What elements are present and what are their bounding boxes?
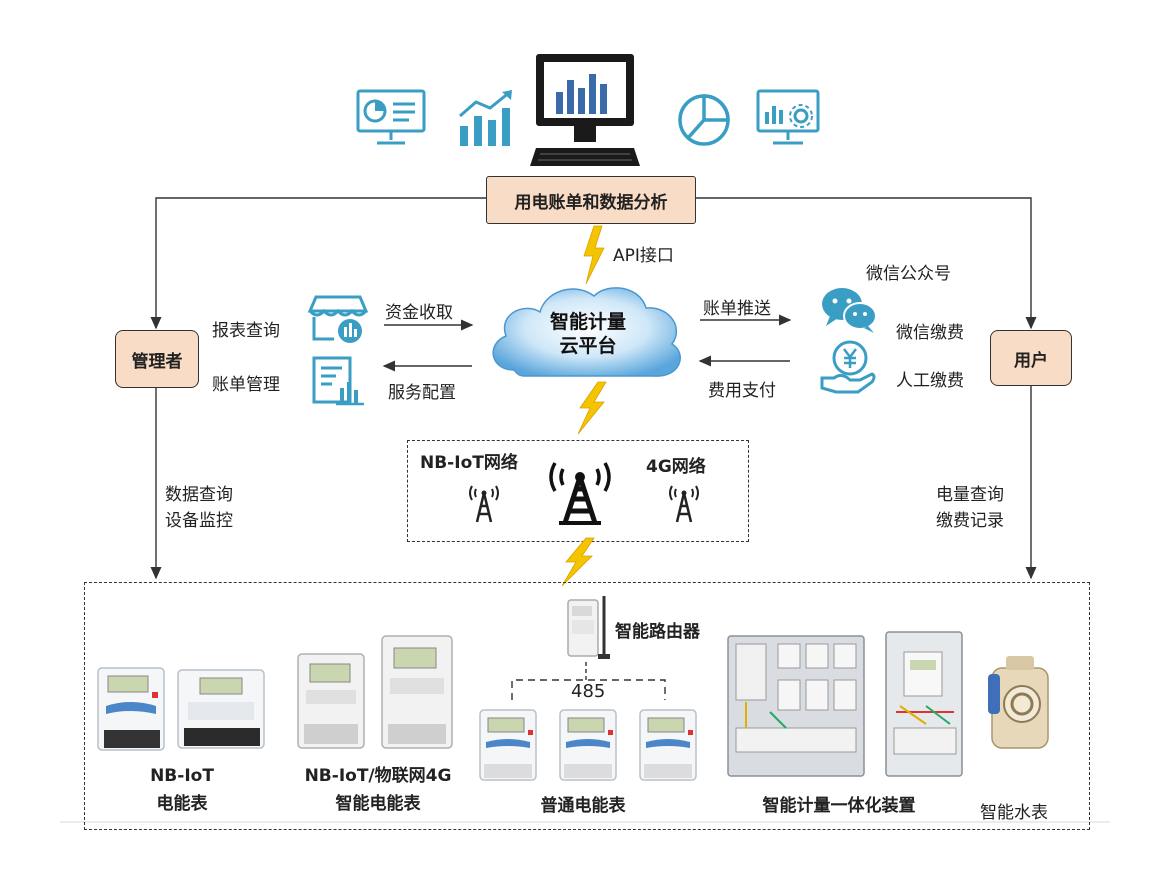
line-top-to-user: [694, 197, 1037, 330]
pie-chart-icon: [678, 94, 730, 146]
cloud-line2: 云平台: [559, 335, 617, 357]
cloud-platform-icon: [492, 287, 681, 377]
smart-router-icon: [567, 596, 610, 659]
rs485-label: 485: [571, 681, 606, 702]
computer-monitor-icon: [530, 54, 640, 166]
small-tower-icon: [469, 485, 499, 523]
nbiot-meter-caption-1: NB-IoT: [150, 766, 214, 786]
devices-box: [84, 582, 1090, 830]
admin-actions: 数据查询 设备监控: [165, 482, 233, 534]
router-label: 智能路由器: [615, 622, 700, 642]
bill-push-label: 账单推送: [703, 299, 771, 319]
report-query-label: 报表查询: [212, 321, 280, 341]
admin-label: 管理者: [131, 351, 183, 372]
main-tower-icon: [549, 462, 611, 525]
rs485-bracket: [511, 679, 666, 700]
fee-payment-label: 费用支付: [708, 381, 776, 401]
nbiot-meter-caption: NB-IoT 电能表: [132, 762, 232, 818]
bill-document-icon: [312, 356, 364, 406]
manual-pay-label: 人工缴费: [896, 371, 964, 391]
water-meter-caption: 智能水表: [980, 803, 1048, 823]
nbiot-network-label: NB-IoT网络: [420, 453, 518, 473]
ordinary-meter-caption: 普通电能表: [540, 796, 626, 816]
power-query-label: 电量查询: [936, 485, 1004, 505]
yen-payment-icon: [820, 340, 876, 394]
iot4g-meter-caption: NB-IoT/物联网4G 智能电能表: [300, 762, 456, 818]
ordinary-meter-image: [479, 709, 697, 781]
pie-chart-monitor-icon: [356, 89, 426, 145]
4g-network-label: 4G网络: [646, 457, 706, 477]
iot4g-meter-caption-1: NB-IoT/物联网4G: [304, 766, 452, 786]
user-actions: 电量查询 缴费记录: [936, 482, 1004, 534]
user-label: 用户: [1014, 350, 1048, 371]
lightning-icon: [577, 381, 607, 435]
nbiot-meter-caption-2: 电能表: [156, 794, 208, 814]
lightning-icon: [583, 225, 605, 285]
cloud-line1: 智能计量: [549, 311, 626, 333]
network-box: [407, 440, 749, 542]
user-box: 用户: [990, 330, 1072, 386]
line-top-to-admin: [150, 197, 488, 330]
device-monitor-label: 设备监控: [165, 511, 233, 531]
iot4g-meter-image: [297, 635, 453, 749]
service-config-label: 服务配置: [388, 383, 456, 403]
integrated-device-caption: 智能计量一体化装置: [762, 796, 916, 816]
lightning-icon: [561, 537, 595, 587]
nbiot-meter-image: [97, 667, 265, 751]
wechat-account-label: 微信公众号: [866, 264, 951, 284]
iot4g-meter-caption-2: 智能电能表: [335, 794, 421, 814]
payment-record-label: 缴费记录: [936, 511, 1004, 531]
water-meter-image: [988, 656, 1049, 749]
bill-manage-label: 账单管理: [212, 375, 280, 395]
bar-trend-icon: [459, 90, 512, 146]
bill-analysis-box: 用电账单和数据分析: [486, 176, 696, 224]
fund-collect-label: 资金收取: [385, 303, 453, 323]
store-chart-icon: [307, 295, 369, 343]
small-tower-icon: [669, 485, 699, 523]
analytics-gear-icon: [756, 89, 820, 145]
wechat-icon: [822, 288, 877, 333]
integrated-device-image: [727, 631, 963, 777]
admin-box: 管理者: [115, 330, 199, 388]
data-query-label: 数据查询: [165, 485, 233, 505]
cloud-title: 智能计量 云平台: [538, 310, 638, 358]
wechat-pay-label: 微信缴费: [896, 323, 964, 343]
bill-analysis-label: 用电账单和数据分析: [514, 192, 668, 213]
api-label: API接口: [613, 246, 674, 266]
